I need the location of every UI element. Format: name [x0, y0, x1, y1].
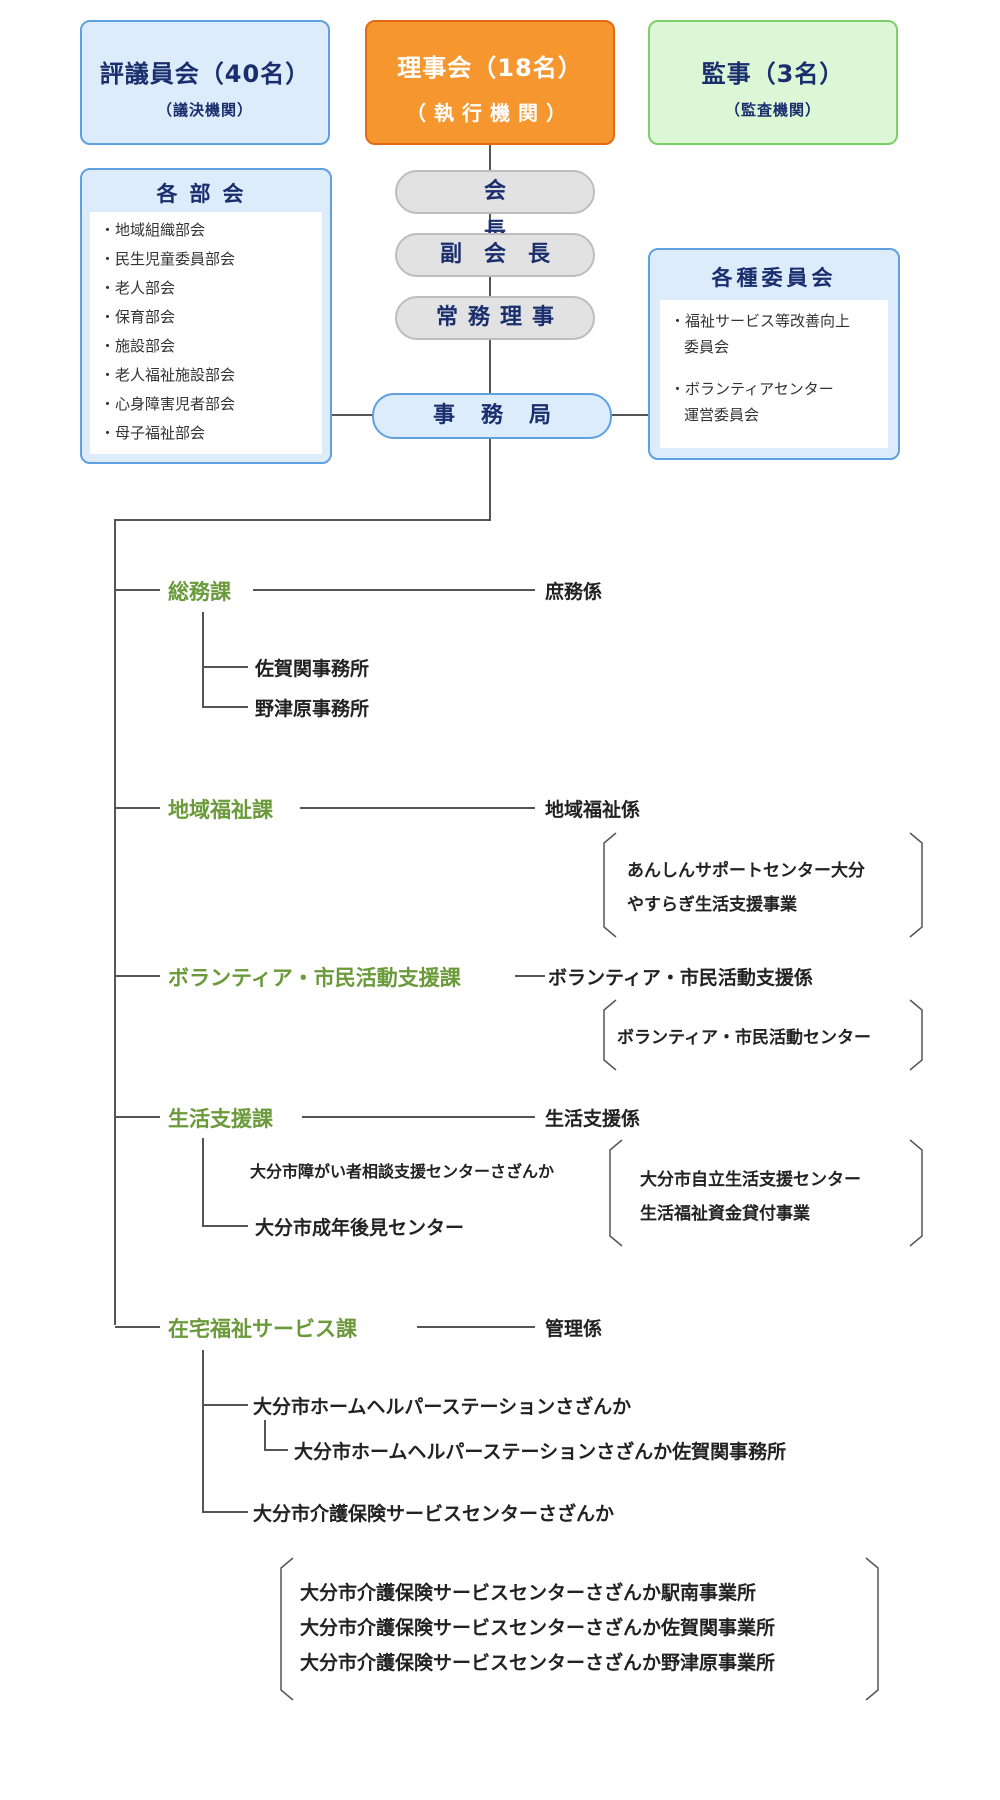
project-item: 生活福祉資金貸付事業: [640, 1204, 810, 1224]
chair-pill: 会長: [395, 170, 595, 244]
committee-item: ・ボランティアセンター: [670, 380, 834, 398]
subcommittees-list: ・地域組織部会 ・民生児童委員部会 ・老人部会 ・保育部会 ・施設部会 ・老人福…: [90, 212, 322, 454]
project-item: 大分市自立生活支援センター: [640, 1170, 861, 1190]
project-item: 大分市介護保険サービスセンターさざんか野津原事業所: [300, 1652, 776, 1674]
unit-volunteer: ボランティア・市民活動支援係: [548, 967, 813, 989]
unit-home: 管理係: [545, 1318, 603, 1340]
council-subtitle: （議決機関）: [156, 101, 253, 119]
council-title: 評議員会（40名）: [99, 60, 311, 88]
office-care-insurance: 大分市介護保険サービスセンターさざんか: [253, 1503, 615, 1525]
office-guardianship-center: 大分市成年後見センター: [255, 1217, 465, 1239]
secretariat-pill: 事務局: [372, 393, 612, 439]
office-disability-center: 大分市障がい者相談支援センターさざんか: [250, 1162, 555, 1181]
unit-general: 庶務係: [545, 581, 603, 603]
office-sagasekiwa: 佐賀関事務所: [255, 658, 370, 680]
project-item: やすらぎ生活支援事業: [627, 895, 797, 915]
committees-title: 各種委員会: [711, 266, 837, 290]
directors-subtitle: （執行機関）: [406, 101, 574, 125]
subcommittee-item: ・民生児童委員部会: [100, 250, 236, 268]
council-box: 評議員会（40名） （議決機関）: [80, 20, 330, 145]
project-item: ボランティア・市民活動センター: [617, 1028, 871, 1048]
dept-life: 生活支援課: [168, 1107, 273, 1131]
auditors-box: 監事（3名） （監査機関）: [648, 20, 898, 145]
managing-director-pill: 常務理事: [395, 296, 595, 340]
dept-home: 在宅福祉サービス課: [168, 1317, 357, 1341]
dept-volunteer: ボランティア・市民活動支援課: [168, 966, 461, 990]
directors-title: 理事会（18名）: [397, 54, 583, 82]
dept-general: 総務課: [168, 580, 231, 604]
project-item: 大分市介護保険サービスセンターさざんか駅南事業所: [300, 1582, 757, 1604]
office-home-helper: 大分市ホームヘルパーステーションさざんか: [253, 1396, 632, 1418]
committee-item: ・福祉サービス等改善向上: [670, 312, 851, 330]
subcommittees-panel: 各部会 ・地域組織部会 ・民生児童委員部会 ・老人部会 ・保育部会 ・施設部会 …: [80, 168, 332, 464]
subcommittee-item: ・母子福祉部会: [100, 424, 206, 442]
dept-community: 地域福祉課: [168, 798, 273, 822]
subcommittee-item: ・老人部会: [100, 279, 176, 297]
subcommittee-item: ・保育部会: [100, 308, 176, 326]
unit-community: 地域福祉係: [545, 799, 641, 821]
volunteer-projects: ボランティア・市民活動センター: [617, 1023, 871, 1048]
committees-panel: 各種委員会 ・福祉サービス等改善向上 委員会 ・ボランティアセンター 運営委員会: [648, 248, 900, 460]
home-projects: 大分市介護保険サービスセンターさざんか駅南事業所 大分市介護保険サービスセンター…: [300, 1576, 775, 1681]
project-item: 大分市介護保険サービスセンターさざんか佐賀関事業所: [300, 1617, 776, 1639]
committee-item: 運営委員会: [684, 406, 760, 424]
project-item: あんしんサポートセンター大分: [627, 861, 865, 881]
subcommittees-title: 各部会: [156, 182, 256, 206]
life-projects: 大分市自立生活支援センター 生活福祉資金貸付事業: [640, 1163, 861, 1231]
office-home-helper-sagasekiwa: 大分市ホームヘルパーステーションさざんか佐賀関事務所: [294, 1441, 787, 1463]
auditors-subtitle: （監査機関）: [724, 101, 821, 119]
unit-life: 生活支援係: [545, 1108, 641, 1130]
committees-list: ・福祉サービス等改善向上 委員会 ・ボランティアセンター 運営委員会: [660, 300, 888, 448]
subcommittee-item: ・心身障害児者部会: [100, 395, 236, 413]
subcommittee-item: ・施設部会: [100, 337, 176, 355]
directors-box: 理事会（18名） （執行機関）: [365, 20, 615, 145]
vice-chair-pill: 副会長: [395, 233, 595, 277]
committee-item: 委員会: [684, 338, 730, 356]
office-notsuharu: 野津原事務所: [255, 698, 370, 720]
auditors-title: 監事（3名）: [701, 60, 845, 88]
subcommittee-item: ・老人福祉施設部会: [100, 366, 236, 384]
community-projects: あんしんサポートセンター大分 やすらぎ生活支援事業: [627, 854, 865, 922]
subcommittee-item: ・地域組織部会: [100, 221, 206, 239]
